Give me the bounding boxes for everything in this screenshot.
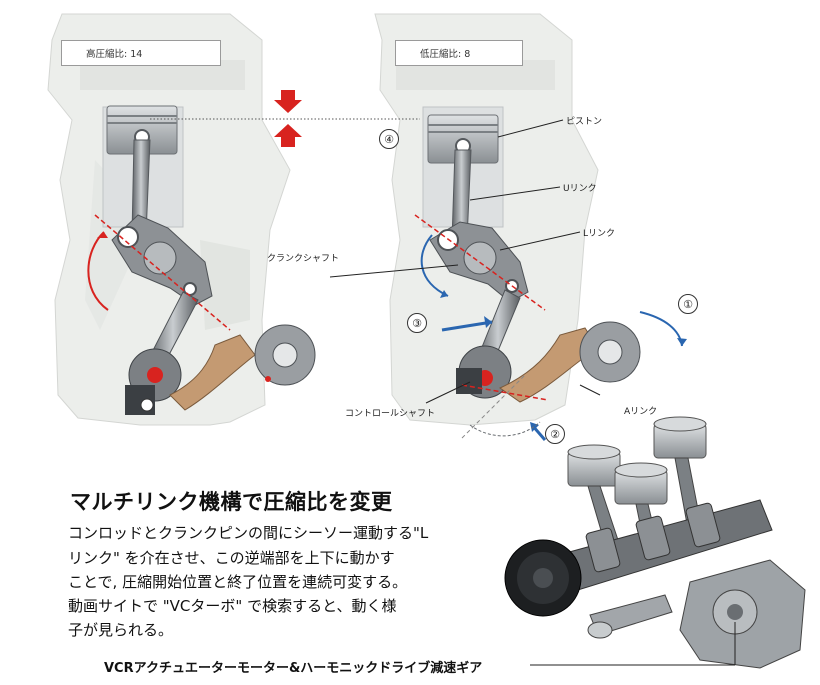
control-shaft-label: コントロールシャフト <box>345 409 436 419</box>
right-engine-cutaway <box>329 13 687 441</box>
body-line-1: コンロッドとクランクピンの間にシーソー運動する"L <box>68 524 429 542</box>
step-two-marker: ② <box>545 424 565 444</box>
u-link-label: Uリンク <box>563 184 597 194</box>
left-l-link <box>111 214 213 306</box>
right-piston <box>427 114 499 164</box>
piston-label: ピストン <box>566 117 603 127</box>
step-four-marker: ④ <box>379 129 399 149</box>
left-engine-cutaway <box>47 13 316 426</box>
assembly-caption: VCRアクチュエーターモーター&ハーモニックドライブ減速ギア <box>104 661 483 676</box>
left-piston <box>106 105 178 155</box>
body-line-4: 動画サイトで "VCターボ" で検索すると、動く様 <box>68 597 397 615</box>
vcr-assembly-illustration <box>504 416 806 669</box>
body-line-5: 子が見られる。 <box>68 621 174 639</box>
compress-down-arrow-icon <box>274 90 302 113</box>
l-link-label: Lリンク <box>583 229 616 239</box>
high-compression-label: 高圧縮比: 14 <box>61 40 221 66</box>
step-one-marker: ① <box>678 294 698 314</box>
low-compression-label: 低圧縮比: 8 <box>395 40 523 66</box>
crankshaft-label: クランクシャフト <box>267 254 340 264</box>
a-link-label: Aリンク <box>624 407 658 417</box>
compress-up-arrow-icon <box>274 124 302 147</box>
step-three-marker: ③ <box>407 313 427 333</box>
section-heading: マルチリンク機構で圧縮比を変更 <box>70 490 393 514</box>
body-line-2: リンク" を介在させ、この逆端部を上下に動かす <box>68 549 395 567</box>
body-line-3: ことで, 圧縮開始位置と終了位置を連続可変する。 <box>68 573 408 591</box>
